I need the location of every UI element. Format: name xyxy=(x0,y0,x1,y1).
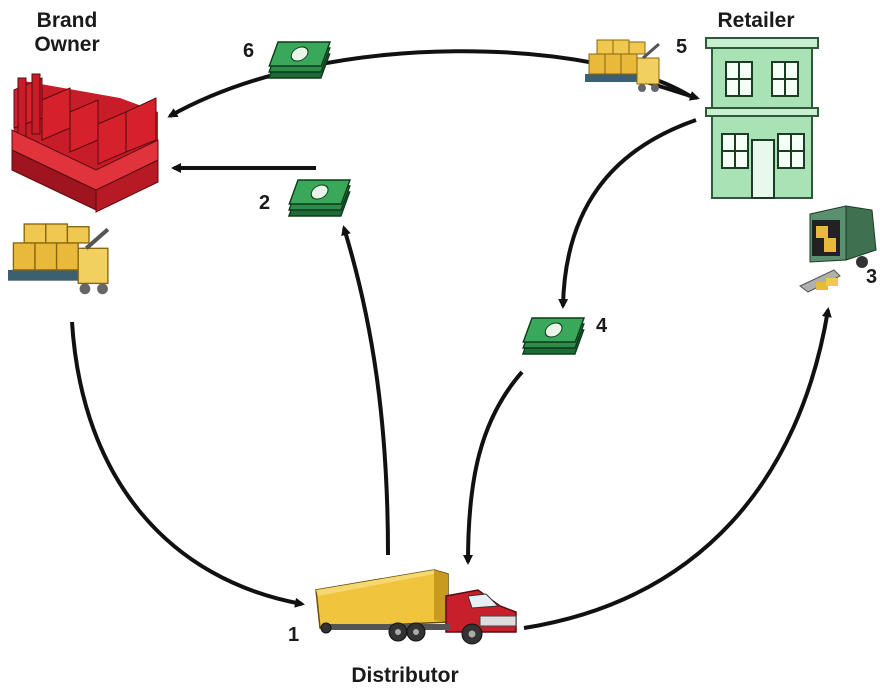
brand-owner-label-line2: Owner xyxy=(34,33,100,56)
pallet-jack-boxes-icon xyxy=(583,38,661,94)
step-number-5: 5 xyxy=(676,36,688,58)
step-number-4: 4 xyxy=(596,315,608,337)
arrow-retailer-to-money-4 xyxy=(558,118,697,309)
pallet-jack-boxes-icon xyxy=(8,224,108,294)
delivery-truck-icon xyxy=(315,569,517,645)
delivery-van-icon xyxy=(799,205,877,293)
money-stack-icon xyxy=(264,41,335,79)
brand-owner-label-line1: Brand xyxy=(36,9,98,32)
step-number-3: 3 xyxy=(866,266,878,288)
step-number-2: 2 xyxy=(259,192,271,214)
step-number-1: 1 xyxy=(288,624,300,646)
step-number-6: 6 xyxy=(243,40,255,62)
arrow-distributor-to-money-2 xyxy=(341,225,390,556)
money-stack-icon xyxy=(284,179,355,217)
arrow-distributor-to-customer xyxy=(523,307,832,630)
arrow-money-4-to-distributor xyxy=(463,370,524,565)
brand-owner-label: Brand Owner xyxy=(22,9,112,57)
distributor-label: Distributor xyxy=(351,664,459,687)
retailer-label: Retailer xyxy=(717,9,795,32)
store-building-icon xyxy=(705,37,819,199)
factory-icon xyxy=(11,73,159,213)
money-stack-icon xyxy=(518,317,589,355)
arrow-brand-owner-to-distributor xyxy=(70,321,305,608)
